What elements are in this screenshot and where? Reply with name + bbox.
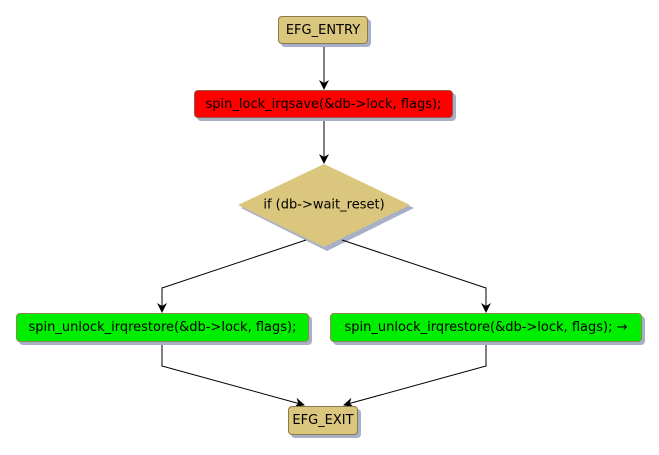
edge-condition-to-right	[341, 239, 491, 313]
unlock-right-label: spin_unlock_irqrestore(&db->lock, flags)…	[344, 320, 628, 335]
unlock-left-label: spin_unlock_irqrestore(&db->lock, flags)…	[28, 320, 297, 335]
entry-node[interactable]: EFG_ENTRY	[278, 16, 368, 44]
edge-left-to-exit	[161, 342, 305, 408]
edge-condition-to-left	[157, 239, 307, 313]
entry-label: EFG_ENTRY	[285, 22, 361, 38]
unlock-left-node[interactable]: spin_unlock_irqrestore(&db->lock, flags)…	[16, 313, 309, 342]
exit-label: EFG_EXIT	[292, 413, 354, 428]
edge-right-to-exit	[343, 342, 487, 408]
lock-node[interactable]: spin_lock_irqsave(&db->lock, flags);	[194, 90, 453, 118]
condition-label[interactable]: if (db->wait_reset)	[263, 197, 385, 213]
exit-node[interactable]: EFG_EXIT	[288, 406, 358, 435]
condition-diamond	[238, 164, 410, 247]
lock-label: spin_lock_irqsave(&db->lock, flags);	[205, 96, 442, 112]
unlock-right-node[interactable]: spin_unlock_irqrestore(&db->lock, flags)…	[330, 313, 642, 342]
